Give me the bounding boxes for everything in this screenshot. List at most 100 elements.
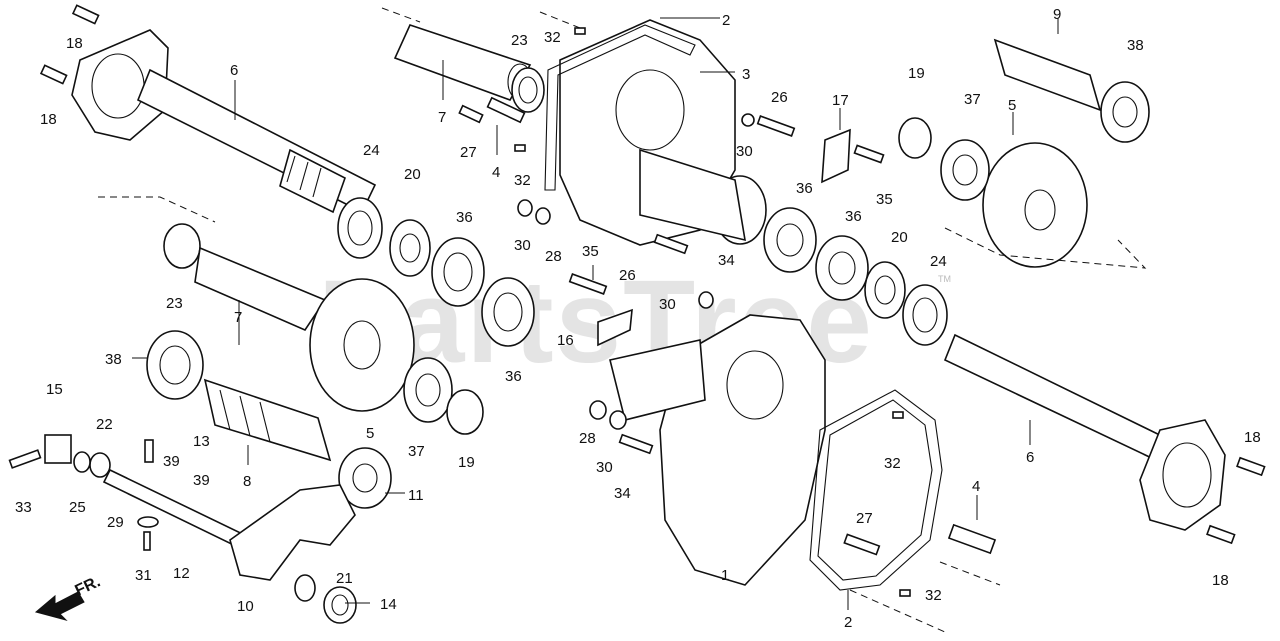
left-bearing-37: [403, 357, 453, 423]
callout-17: 17: [832, 92, 849, 109]
callout-30: 30: [659, 296, 676, 313]
pins-18-right: [1206, 456, 1266, 545]
callout-32: 32: [514, 172, 531, 189]
callout-13: 13: [193, 433, 210, 450]
callout-36: 36: [505, 368, 522, 385]
callout-32: 32: [884, 455, 901, 472]
upper-case-half: [559, 19, 767, 246]
bolt-34-upper: [653, 233, 689, 255]
bolt-35-upper: [853, 144, 885, 164]
callout-36: 36: [796, 180, 813, 197]
upper-washer: [511, 67, 545, 113]
callout-34: 34: [614, 485, 631, 502]
callout-21: 21: [336, 570, 353, 587]
callout-35: 35: [582, 243, 599, 260]
callout-23: 23: [166, 295, 183, 312]
callout-30: 30: [596, 459, 613, 476]
callout-26: 26: [771, 89, 788, 106]
front-direction-marker: FR.: [34, 573, 104, 621]
detent-bracket: [44, 434, 72, 464]
callout-28: 28: [579, 430, 596, 447]
callout-29: 29: [107, 514, 124, 531]
callout-18: 18: [1244, 429, 1261, 446]
callout-6: 6: [1026, 449, 1034, 466]
callout-18: 18: [1212, 572, 1229, 589]
callout-14: 14: [380, 596, 397, 613]
shift-fork: [229, 484, 356, 581]
callout-20: 20: [891, 229, 908, 246]
washer-21: [294, 574, 316, 602]
callout-33: 33: [15, 499, 32, 516]
right-main-gear: [982, 142, 1088, 268]
callout-39: 39: [193, 472, 210, 489]
lower-sleeve: [163, 223, 327, 332]
callout-16: 16: [557, 332, 574, 349]
alignment-lines: [98, 7, 1147, 633]
callout-20: 20: [404, 166, 421, 183]
callout-12: 12: [173, 565, 190, 582]
left-bearing-38: [146, 330, 204, 400]
upper-gasket: [544, 24, 696, 191]
callout-23: 23: [511, 32, 528, 49]
pin-27-upper: [458, 104, 484, 124]
callout-36: 36: [845, 208, 862, 225]
left-main-gear: [309, 278, 415, 412]
right-bearing-36a: [763, 207, 817, 273]
callout-19: 19: [908, 65, 925, 82]
callout-25: 25: [69, 499, 86, 516]
callout-39: 39: [163, 453, 180, 470]
callout-1: 1: [721, 567, 729, 584]
left-axle-shaft: [71, 29, 377, 214]
callout-27: 27: [460, 144, 477, 161]
callout-36: 36: [456, 209, 473, 226]
callout-2: 2: [844, 614, 852, 631]
callout-32: 32: [925, 587, 942, 604]
pin-27-lower: [843, 533, 881, 556]
arrow-forward-icon: [34, 591, 85, 621]
callout-38: 38: [105, 351, 122, 368]
left-bearing-upper: [431, 237, 485, 307]
bolt-34-lower: [618, 433, 654, 455]
callout-15: 15: [46, 381, 63, 398]
right-seal-24: [902, 284, 948, 346]
spring-14: [323, 586, 357, 624]
callout-10: 10: [237, 598, 254, 615]
right-collar-20: [864, 261, 906, 319]
callout-18: 18: [40, 111, 57, 128]
callout-5: 5: [366, 425, 374, 442]
front-direction-label: FR.: [73, 573, 104, 599]
callout-18: 18: [66, 35, 83, 52]
callout-31: 31: [135, 567, 152, 584]
callout-7: 7: [438, 109, 446, 126]
right-bearing-36b: [815, 235, 869, 301]
callout-26: 26: [619, 267, 636, 284]
bracket-16: [597, 308, 633, 347]
bolt-26-upper: [756, 115, 796, 137]
right-nut-19: [898, 117, 932, 159]
leader-lines: [132, 17, 1059, 610]
callout-30: 30: [736, 143, 753, 160]
callout-24: 24: [930, 253, 947, 270]
left-oil-seal: [337, 197, 383, 259]
lower-gasket: [809, 389, 943, 591]
pin-39: [144, 439, 154, 463]
callout-28: 28: [545, 248, 562, 265]
callout-2: 2: [722, 12, 730, 29]
bolt-35-lower: [568, 273, 608, 295]
left-bearing-lower: [481, 277, 535, 347]
small-fasteners: [514, 27, 911, 597]
callout-6: 6: [230, 62, 238, 79]
pin-31: [143, 531, 151, 551]
right-bearing-38: [1100, 81, 1150, 143]
right-bearing-37: [940, 139, 990, 201]
callout-19: 19: [458, 454, 475, 471]
callout-4: 4: [492, 164, 500, 181]
pin-4-upper: [486, 96, 526, 124]
callout-3: 3: [742, 66, 750, 83]
shifter-sleeve: [338, 447, 392, 509]
left-nut-19: [446, 389, 484, 435]
callout-37: 37: [408, 443, 425, 460]
right-axle-shaft: [943, 333, 1226, 531]
callout-8: 8: [243, 473, 251, 490]
